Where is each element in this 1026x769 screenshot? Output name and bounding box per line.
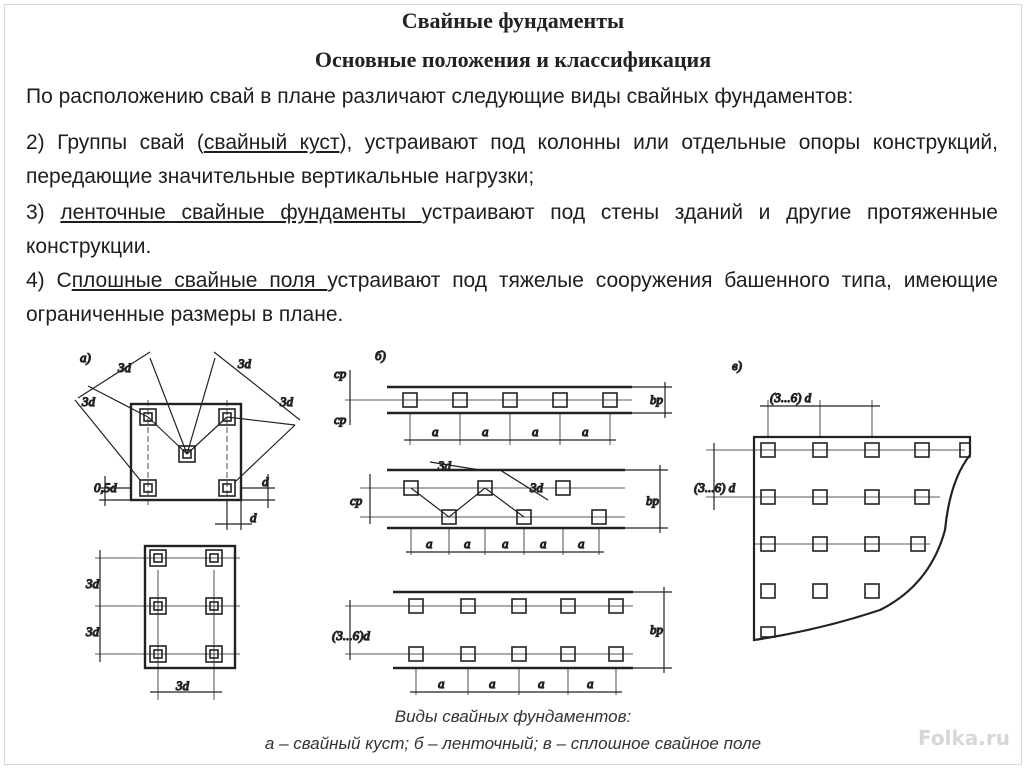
dim-range-vertical: (3...6) d — [694, 480, 736, 495]
dim-3d: 3d — [85, 624, 100, 639]
dim-half-d: 0,5d — [94, 480, 117, 495]
figure-caption-legend: а – свайный куст; б – ленточный; в – спл… — [264, 734, 762, 753]
panel-a-cluster-bottom: 3d 3d 3d — [84, 544, 240, 700]
list-item-text: ), устраивают под колонны или отдельные … — [26, 131, 998, 188]
page-frame — [4, 4, 1022, 765]
dim-a: a — [432, 424, 439, 439]
dim-3d: 3d — [175, 678, 190, 693]
dim-a: a — [578, 536, 585, 551]
dim-bp: bp — [650, 622, 664, 637]
panel-b-label: б) — [375, 348, 386, 363]
list-item-term: свайный куст — [203, 131, 340, 154]
panel-c-label: в) — [732, 358, 742, 373]
panel-c-pile-field: в) (3...6) d (3...6) d — [693, 357, 972, 642]
dim-a: a — [464, 536, 471, 551]
panel-a-cluster-top: а) 3d 3d 3d 3d 0,5d d d — [74, 349, 301, 530]
dim-bp: bp — [650, 392, 664, 407]
list-item-2: 2) Группы свай (свайный куст), устраиваю… — [26, 126, 998, 194]
dim-3d: 3d — [279, 394, 294, 409]
dim-a: a — [426, 536, 433, 551]
page-subtitle: Основные положения и классификация — [314, 47, 712, 72]
figure-caption-title: Виды свайных фундаментов: — [394, 707, 632, 726]
dim-a: a — [532, 424, 539, 439]
dim-a: a — [438, 676, 445, 691]
dim-cp: cp — [334, 366, 347, 381]
dim-3d: 3d — [85, 576, 100, 591]
list-item-4: 4) Сплошные свайные поля устраивают под … — [26, 264, 998, 332]
dim-a: a — [502, 536, 509, 551]
list-item-prefix: 3) — [26, 201, 61, 224]
dim-bp: bp — [646, 493, 660, 508]
list-item-text: устраивают под стены зданий и другие про… — [26, 201, 998, 258]
dim-cp: cp — [350, 493, 363, 508]
dim-a: a — [538, 676, 545, 691]
dim-range-horizontal: (3...6) d — [770, 390, 812, 405]
dim-3d: 3d — [117, 360, 132, 375]
dim-a: a — [482, 424, 489, 439]
dim-range-b: (3...6)d — [332, 628, 370, 643]
dim-a: a — [582, 424, 589, 439]
pile-foundation-diagram: а) 3d 3d 3d 3d 0,5d d d — [74, 347, 972, 700]
panel-a-label: а) — [80, 350, 91, 365]
dim-3d: 3d — [437, 458, 452, 473]
list-item-prefix: 2) Группы свай ( — [26, 131, 204, 154]
list-item-prefix: 4) С — [26, 269, 72, 292]
list-item-3: 3) ленточные свайные фундаменты устраива… — [26, 196, 998, 264]
list-item-term: плошные свайные поля — [71, 269, 328, 292]
dim-3d: 3d — [81, 394, 96, 409]
dim-d: d — [262, 474, 269, 489]
page-title: Свайные фундаменты — [401, 8, 625, 33]
intro-paragraph: По расположению свай в плане различают с… — [26, 85, 854, 108]
panel-b-strip-single: б) cp cp bp a a a a — [333, 347, 672, 445]
panel-b-strip-staggered: cp bp 3d 3d a a a a a — [349, 457, 668, 555]
dim-cp: cp — [334, 412, 347, 427]
watermark-logo: Folka.ru — [918, 726, 1010, 750]
panel-b-strip-double: (3...6)d bp a a a a — [331, 587, 672, 695]
dim-a: a — [587, 676, 594, 691]
list-item-text: устраивают под тяжелые сооружения башенн… — [26, 269, 998, 326]
dim-d: d — [250, 510, 257, 525]
dim-a: a — [540, 536, 547, 551]
dim-3d: 3d — [529, 480, 544, 495]
dim-3d: 3d — [237, 356, 252, 371]
dim-a: a — [489, 676, 496, 691]
list-item-term: ленточные свайные фундаменты — [60, 201, 422, 224]
